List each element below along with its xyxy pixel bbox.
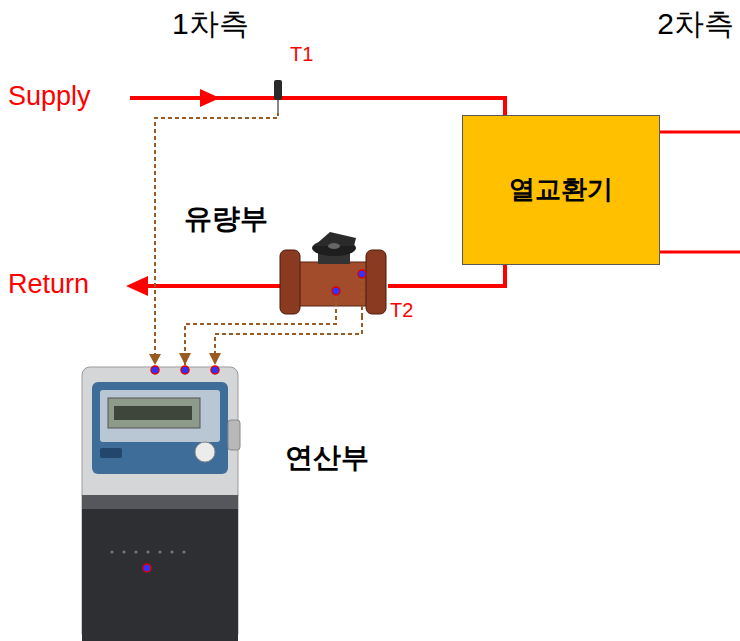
return-pipe	[388, 265, 505, 286]
temperature-sensor	[274, 80, 282, 100]
calculator-picture	[82, 366, 240, 641]
side-label: 1차측	[172, 6, 249, 42]
pipe-label: Return	[8, 268, 89, 300]
pipe-label: Supply	[8, 80, 91, 112]
calculator-unit: 연산부	[80, 365, 240, 641]
supply-pipe	[130, 98, 505, 116]
flow-meter-picture	[280, 232, 386, 316]
return-pipe	[146, 284, 282, 288]
node-label: 열교환기	[509, 174, 613, 205]
sensor-label: T2	[390, 298, 413, 322]
wire-arrow	[149, 354, 161, 365]
flow-arrow	[126, 276, 148, 296]
sensor-probe	[277, 98, 279, 113]
sensor-label: T1	[290, 42, 313, 66]
signal-wire	[185, 316, 336, 365]
signal-wire	[215, 316, 362, 365]
flow-meter: 유량부	[278, 232, 388, 316]
secondary-pipe	[660, 251, 740, 254]
flow-arrow	[200, 89, 220, 107]
node-label: 유량부	[184, 202, 268, 236]
heat-exchanger-box: 열교환기	[462, 115, 660, 265]
signal-wire	[155, 112, 278, 356]
side-label: 2차측	[657, 6, 734, 42]
node-label: 연산부	[285, 441, 369, 475]
secondary-pipe	[660, 131, 740, 134]
